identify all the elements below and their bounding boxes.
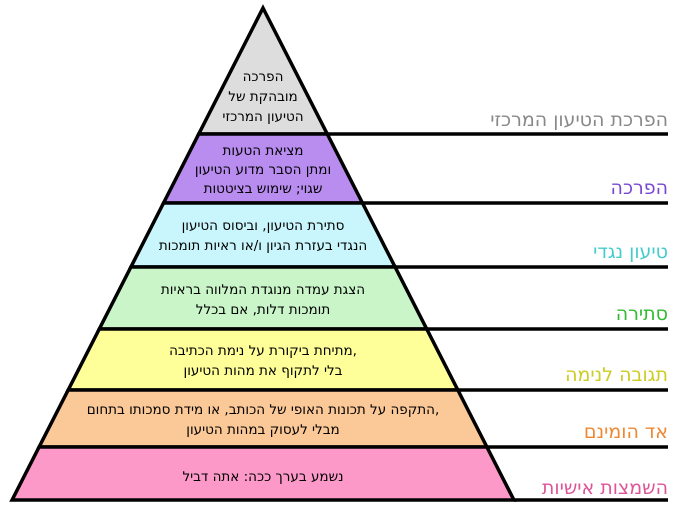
level-1-text-1: הפרכה <box>243 69 284 85</box>
level-1-label: הפרכת הטיעון המרכזי <box>490 109 668 131</box>
level-6-text-2: מבלי לעסוק במהות הטיעון <box>186 422 339 438</box>
level-7-label: השמצות אישיות <box>542 477 668 499</box>
level-2-text-2: ומתן הסבר מדוע הטיעון <box>195 162 331 178</box>
level-6-label: אד הומינם <box>584 421 668 443</box>
level-4-text-2: תומכות דלות, אם בכלל <box>196 302 330 318</box>
level-5-label: תגובה לנימה <box>565 364 668 386</box>
level-3-text-2: הנגדי בעזרת הגיון ו/או ראיות תומכות <box>159 238 367 254</box>
pyramid-level-4 <box>96 265 430 331</box>
level-2-text-3: שגוי; שימוש בציטטות <box>204 181 323 197</box>
level-3-label: טיעון נגדי <box>593 241 668 263</box>
level-4-label: סתירה <box>616 303 668 325</box>
level-5-text-1: מתיחת ביקורת על נימת הכתיבה, <box>169 343 357 359</box>
level-6-text-1: התקפה על תכונות האופי של הכותב, או מידת … <box>87 402 440 418</box>
level-2-label: הפרכה <box>611 177 668 199</box>
level-7-text-1: נשמע בערך ככה: אתה דביל <box>182 469 343 485</box>
pyramid-level-3 <box>128 201 398 269</box>
level-5-text-2: בלי לתקוף את מהות הטיעון <box>184 363 343 379</box>
pyramid-level-6 <box>36 388 490 449</box>
level-2-text-1: מציאת הטעות <box>223 143 304 159</box>
level-1-text-2: מובהקת של <box>228 89 297 105</box>
pyramid-level-5 <box>65 327 461 392</box>
level-4-text-1: הצגת עמדה מנוגדת המלווה בראיות <box>161 282 365 298</box>
level-3-text-1: סתירת הטיעון, וביסוס הטיעון <box>182 218 345 234</box>
level-1-text-3: הטיעון המרכזי <box>222 109 303 125</box>
